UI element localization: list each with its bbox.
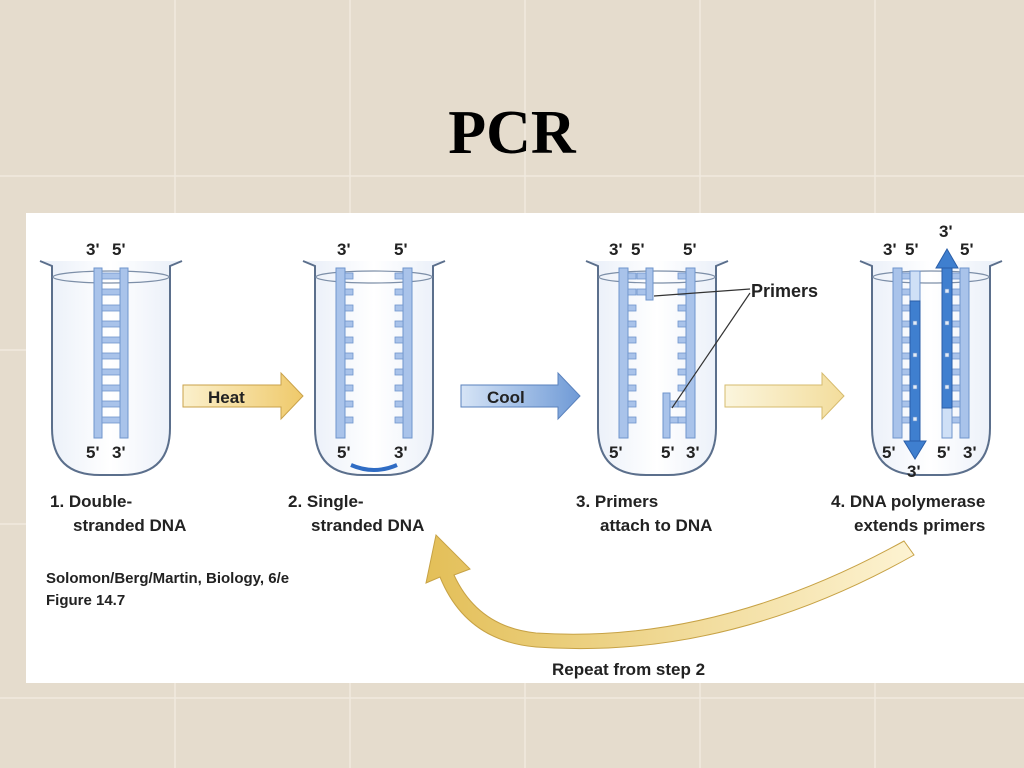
label-5prime: 5' [337, 443, 351, 462]
label-5prime: 5' [905, 240, 919, 259]
primer-pointer-top [653, 288, 751, 297]
label-3prime: 3' [686, 443, 700, 462]
label-5prime: 5' [661, 443, 675, 462]
pcr-figure: 3' 5' 5' 3' 3' 5' 5' 3' 3' 5' 5' 5' 5' 3… [26, 213, 1024, 683]
cool-label: Cool [487, 388, 525, 407]
label-3prime: 3' [963, 443, 977, 462]
label-3prime: 3' [394, 443, 408, 462]
tube-1 [39, 260, 183, 476]
label-5prime: 5' [394, 240, 408, 259]
step-1-line-1: 1. Double- [50, 492, 132, 511]
label-5prime: 5' [609, 443, 623, 462]
label-3prime: 3' [939, 222, 953, 241]
label-5prime: 5' [631, 240, 645, 259]
label-5prime: 5' [937, 443, 951, 462]
cool-arrow: Cool [460, 371, 581, 421]
primer-bottom [662, 392, 671, 439]
label-3prime: 3' [112, 443, 126, 462]
strand-end-labels: 3' 5' 5' 3' 3' 5' 5' 3' 3' 5' 5' 5' 5' 3… [86, 222, 977, 481]
figure-credit: Solomon/Berg/Martin, Biology, 6/e Figure… [46, 570, 289, 609]
heat-arrow: Heat [182, 371, 304, 421]
primers-label: Primers [751, 281, 818, 301]
tube-3 [585, 260, 729, 476]
dna-single-strands [335, 267, 413, 439]
slide-title: PCR [448, 99, 576, 167]
step-3-line-1: 3. Primers [576, 492, 658, 511]
step-3-line-2: attach to DNA [600, 516, 712, 535]
repeat-arrow [425, 533, 915, 650]
step-2-line-2: stranded DNA [311, 516, 424, 535]
label-3prime: 3' [337, 240, 351, 259]
label-3prime: 3' [883, 240, 897, 259]
dna-double-strand [93, 267, 129, 439]
dna-with-primers [618, 267, 751, 439]
primer-top [645, 267, 654, 301]
extend-arrow [724, 371, 845, 421]
credit-line-1: Solomon/Berg/Martin, Biology, 6/e [46, 570, 289, 587]
label-5prime: 5' [86, 443, 100, 462]
primer-pointer-bottom [671, 292, 751, 409]
label-5prime: 5' [882, 443, 896, 462]
heat-label: Heat [208, 388, 245, 407]
label-3prime: 3' [609, 240, 623, 259]
label-5prime: 5' [960, 240, 974, 259]
step-2-line-1: 2. Single- [288, 492, 364, 511]
repeat-label: Repeat from step 2 [552, 660, 705, 679]
step-4-line-2: extends primers [854, 516, 985, 535]
credit-line-2: Figure 14.7 [46, 592, 125, 609]
step-1-line-2: stranded DNA [73, 516, 186, 535]
step-captions: 1. Double- stranded DNA 2. Single- stran… [50, 492, 985, 535]
dna-extended [892, 248, 970, 460]
tube-2 [302, 260, 446, 476]
step-4-line-1: 4. DNA polymerase [831, 492, 985, 511]
label-3prime: 3' [907, 462, 921, 481]
label-3prime: 3' [86, 240, 100, 259]
label-5prime: 5' [683, 240, 697, 259]
label-5prime: 5' [112, 240, 126, 259]
